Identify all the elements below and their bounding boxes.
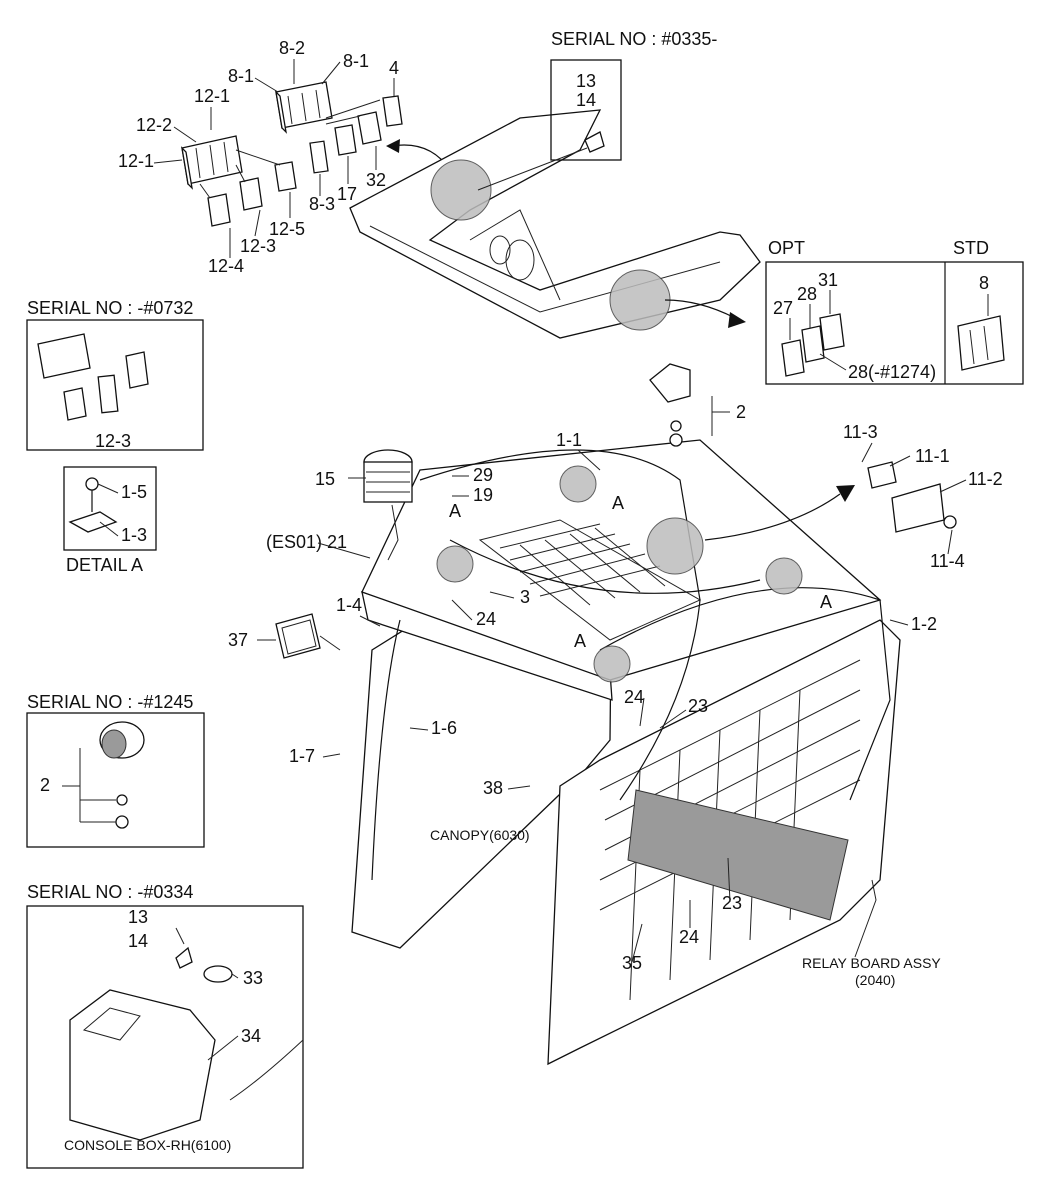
callout-32: 32 (366, 170, 386, 190)
serial-box-top (550, 59, 622, 161)
callout-15: 15 (315, 469, 335, 489)
serial-left1-label: SERIAL NO : -#0732 (27, 298, 193, 318)
callout-1-2: 1-2 (911, 614, 937, 634)
callout-11-3: 11-3 (843, 422, 878, 442)
canopy-caption: CANOPY(6030) (430, 827, 530, 843)
callout-14: 14 (576, 90, 596, 110)
callout-27: 27 (773, 298, 793, 318)
relay-caption-2: (2040) (855, 972, 895, 988)
callout-12-1-top: 12-1 (194, 86, 230, 106)
switch-cluster-top (181, 81, 403, 227)
callout-1-1: 1-1 (556, 430, 582, 450)
callout-8-1-right: 8-1 (343, 51, 369, 71)
callout-3: 3 (520, 587, 530, 607)
callout-31: 31 (818, 270, 838, 290)
callout-12-3: 12-3 (240, 236, 276, 256)
canopy-frame (351, 439, 901, 1066)
callout-12-1-left: 12-1 (118, 151, 154, 171)
detail-a-label: DETAIL A (66, 555, 143, 575)
relay-caption-1: RELAY BOARD ASSY (802, 955, 941, 971)
arrow-connector-2 (664, 299, 736, 319)
callout-4: 4 (389, 58, 399, 78)
arrow-connector-3 (704, 493, 841, 541)
callout-2-horn: 2 (736, 402, 746, 422)
callout-11-2: 11-2 (968, 469, 1003, 489)
callout-23-top: 23 (688, 696, 708, 716)
serial-box-1245 (26, 712, 205, 848)
opt-std-box (765, 261, 1024, 385)
callout-a-2: A (449, 501, 461, 521)
callout-19: 19 (473, 485, 493, 505)
callout-11-1: 11-1 (915, 446, 950, 466)
serial-bottom-label: SERIAL NO : -#0334 (27, 882, 193, 902)
leader-lines (62, 59, 989, 1061)
console-caption: CONSOLE BOX-RH(6100) (64, 1137, 231, 1153)
callout-24-top: 24 (476, 609, 496, 629)
callout-28: 28 (797, 284, 817, 304)
callout-1-6: 1-6 (431, 718, 457, 738)
callout-1-3: 1-3 (121, 525, 147, 545)
callout-29: 29 (473, 465, 493, 485)
callout-12-4: 12-4 (208, 256, 244, 276)
callout-37: 37 (228, 630, 248, 650)
roof-grid (499, 523, 666, 606)
callout-12-5: 12-5 (269, 219, 305, 239)
callout-8-3: 8-3 (309, 194, 335, 214)
callout-8: 8 (979, 273, 989, 293)
callout-38: 38 (483, 778, 503, 798)
callout-a-4: A (574, 631, 586, 651)
callout-12-3-box: 12-3 (95, 431, 131, 451)
serial-left2-label: SERIAL NO : -#1245 (27, 692, 193, 712)
callout-35: 35 (622, 953, 642, 973)
callout-8-1-left: 8-1 (228, 66, 254, 86)
callout-labels: 8-2 8-1 8-1 4 12-1 12-2 12-1 8-3 17 32 1… (40, 38, 1003, 1046)
serial-box-0334 (26, 905, 304, 1169)
callout-34: 34 (241, 1026, 261, 1046)
callout-11-4: 11-4 (930, 551, 965, 571)
detail-a-box (63, 466, 157, 551)
relay-board (627, 789, 849, 921)
callout-1-5: 1-5 (121, 482, 147, 502)
callout-17: 17 (337, 184, 357, 204)
callout-13: 13 (576, 71, 596, 91)
callout-13-box: 13 (128, 907, 148, 927)
std-label: STD (953, 238, 989, 258)
arrow-head (386, 139, 400, 153)
serial-top-label: SERIAL NO : #0335- (551, 29, 717, 49)
callout-a-3: A (820, 592, 832, 612)
callout-24-bottom: 24 (679, 927, 699, 947)
callout-14-box: 14 (128, 931, 148, 951)
callout-28-1274: 28(-#1274) (848, 362, 936, 382)
dashboard-assembly (349, 109, 761, 339)
opt-label: OPT (768, 238, 805, 258)
callout-24-mid: 24 (624, 687, 644, 707)
callout-1-4: 1-4 (336, 595, 362, 615)
callout-23-bottom: 23 (722, 893, 742, 913)
callout-33: 33 (243, 968, 263, 988)
serial-box-0732 (26, 319, 204, 451)
callout-1-7: 1-7 (289, 746, 315, 766)
callout-a-1: A (612, 493, 624, 513)
callout-2-box: 2 (40, 775, 50, 795)
callout-8-2: 8-2 (279, 38, 305, 58)
callout-12-2: 12-2 (136, 115, 172, 135)
callout-es01-21: (ES01) 21 (266, 532, 347, 552)
